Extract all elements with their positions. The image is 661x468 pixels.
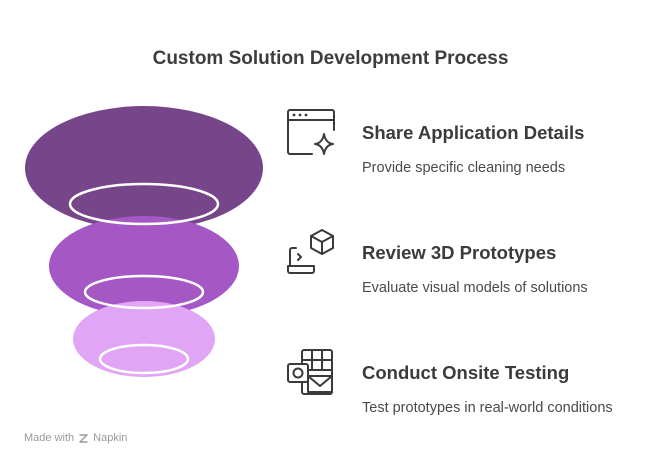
funnel-level-1 — [25, 106, 263, 230]
diagram-title: Custom Solution Development Process — [152, 48, 509, 69]
funnel-level-3 — [73, 301, 215, 377]
funnel-ring-3 — [98, 343, 190, 375]
step-2-description: Evaluate visual models of solutions — [362, 280, 588, 296]
step-3-title: Conduct Onsite Testing — [362, 362, 570, 383]
made-with-napkin-watermark[interactable]: Made with Napkin — [24, 432, 127, 444]
funnel-ring-2 — [83, 274, 205, 310]
step-2-title: Review 3D Prototypes — [362, 242, 557, 263]
watermark-prefix: Made with — [24, 432, 75, 444]
browser-sparkle-icon — [287, 109, 335, 155]
watermark-brand: Napkin — [93, 432, 128, 444]
step-1-title: Share Application Details — [362, 122, 585, 143]
funnel-ring-1 — [68, 182, 220, 226]
step-1-description: Provide specific cleaning needs — [362, 160, 566, 176]
step-3-description: Test prototypes in real-world conditions — [362, 400, 613, 416]
laptop-cube-icon — [287, 229, 334, 274]
office-document-icon — [287, 349, 333, 395]
funnel-level-2 — [49, 216, 239, 316]
napkin-logo-icon — [79, 433, 88, 443]
